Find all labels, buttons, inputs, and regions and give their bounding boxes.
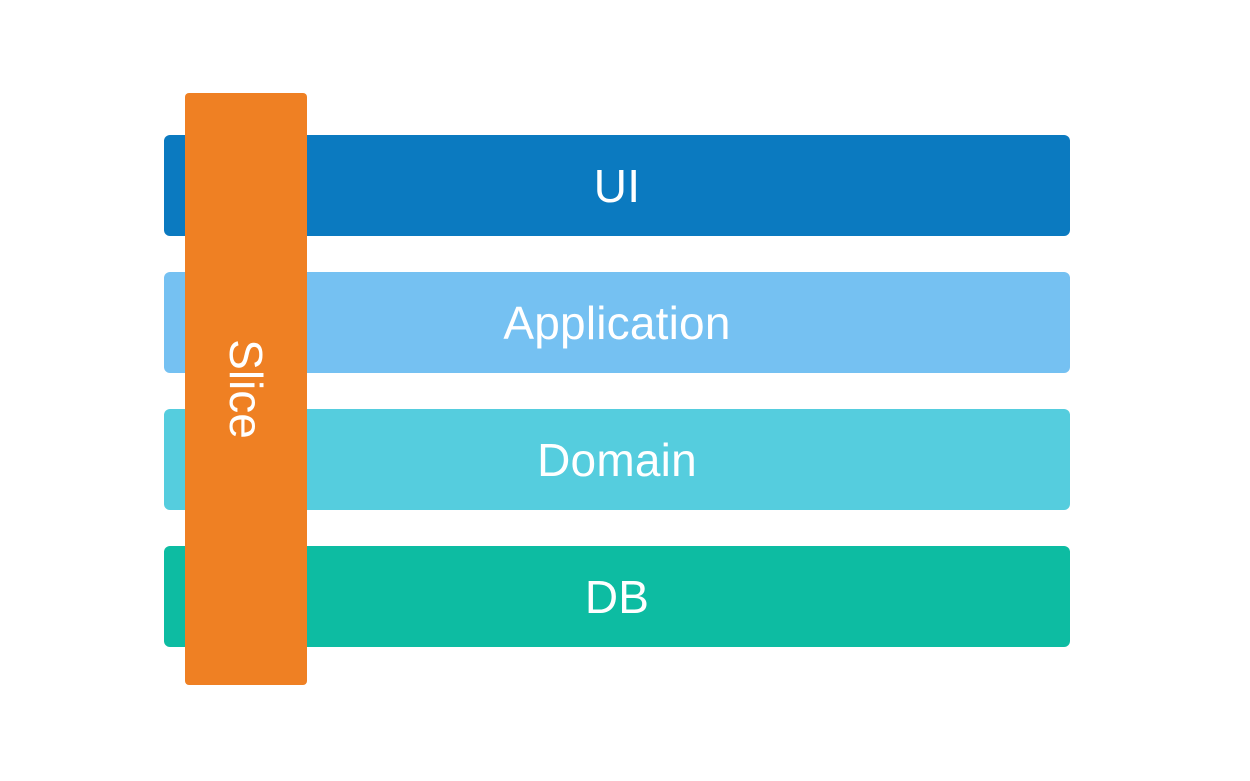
layer-label-application: Application — [503, 296, 731, 349]
layer-label-ui: UI — [593, 159, 641, 212]
layer-bar-domain: Domain — [164, 409, 1070, 510]
layer-bar-ui: UI — [164, 135, 1070, 236]
layer-bar-db: DB — [164, 546, 1070, 647]
vertical-slice-label: Slice — [220, 339, 272, 439]
layer-label-domain: Domain — [537, 433, 697, 486]
layer-bar-application: Application — [164, 272, 1070, 373]
vertical-slice-bar: Slice — [185, 93, 307, 685]
layer-label-db: DB — [584, 570, 650, 623]
